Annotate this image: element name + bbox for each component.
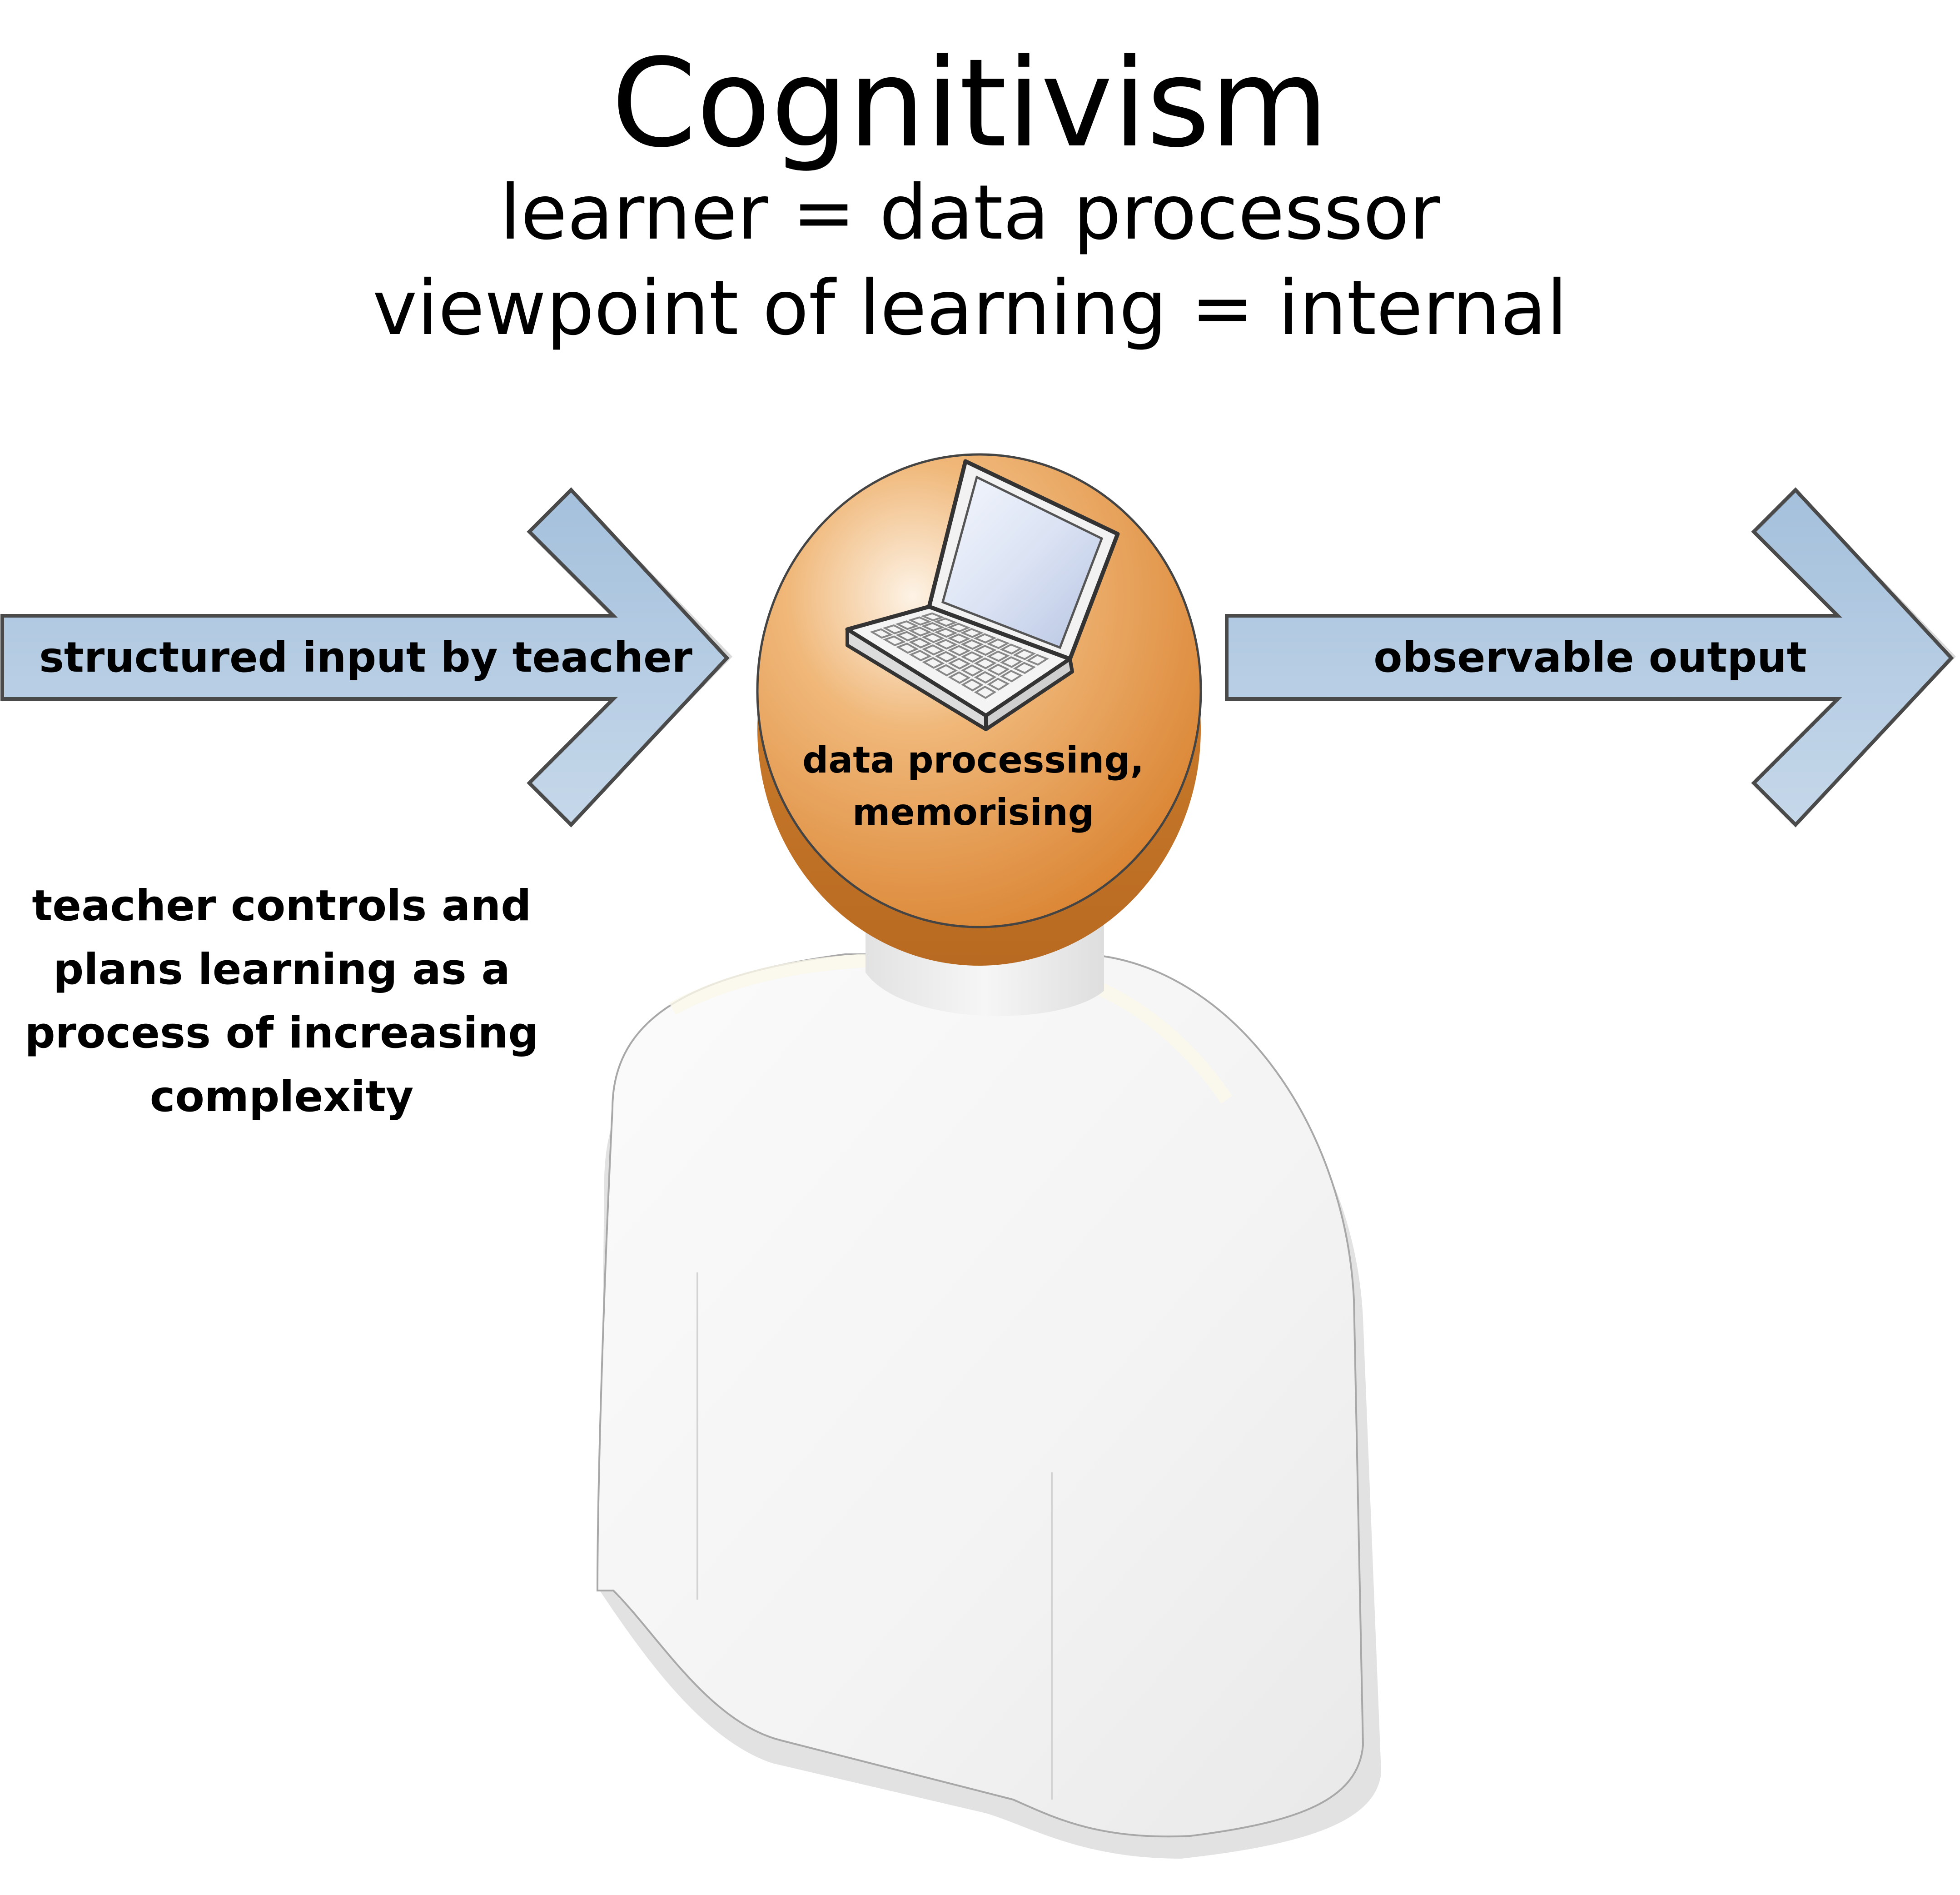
laptop-key	[909, 638, 932, 648]
laptop-key	[921, 633, 945, 643]
input-arrow-shape	[0, 487, 730, 828]
laptop-key	[961, 678, 984, 692]
laptop-key	[935, 664, 958, 677]
laptop-key	[987, 678, 1010, 691]
output-arrow-shape	[1225, 487, 1954, 828]
laptop-key	[948, 658, 971, 670]
laptop-key	[922, 657, 945, 669]
laptop-key	[895, 631, 919, 642]
subtitle-line-1: learner = data processor	[500, 169, 1441, 257]
laptop-key	[882, 624, 906, 634]
laptop-key	[974, 685, 997, 699]
head-label-line-1: data processing,	[802, 739, 1144, 781]
laptop-key	[947, 645, 971, 656]
laptop-key	[1013, 662, 1036, 674]
laptop-key	[921, 644, 945, 656]
laptop-key	[960, 628, 984, 638]
teacher-note-line-1: teacher controls and	[32, 881, 531, 931]
laptop-key	[1000, 643, 1023, 655]
laptop-key	[870, 628, 893, 639]
laptop-icon	[845, 459, 1120, 731]
teacher-note-line-2: plans learning as a	[53, 945, 510, 994]
laptop-key	[1026, 654, 1049, 666]
head-label-line-2: memorising	[852, 791, 1094, 833]
laptop-key	[986, 638, 1010, 649]
laptop-keys	[870, 612, 1049, 699]
laptop-key	[948, 671, 971, 684]
output-arrow-label: observable output	[1373, 633, 1806, 682]
laptop-key	[935, 638, 958, 650]
input-arrow-label: structured input by teacher	[39, 633, 692, 682]
laptop-key	[974, 644, 997, 656]
laptop-key	[934, 618, 958, 627]
teacher-note-line-3: process of increasing	[25, 1008, 538, 1058]
page-title: Cognitivism	[612, 33, 1329, 175]
laptop-key	[921, 622, 945, 632]
laptop-key	[973, 633, 997, 644]
laptop-key	[908, 616, 932, 626]
teacher-note: teacher controls and plans learning as a…	[25, 881, 538, 1122]
input-arrow: structured input by teacher	[0, 487, 732, 828]
laptop-key	[935, 651, 958, 663]
laptop-key	[974, 671, 997, 684]
laptop-key	[947, 623, 971, 633]
body	[596, 953, 1364, 1838]
teacher-note-line-4: complexity	[150, 1072, 414, 1122]
laptop-key	[974, 657, 997, 669]
laptop-key	[1013, 648, 1036, 660]
laptop-key	[961, 664, 984, 677]
laptop-key	[909, 649, 932, 662]
laptop-key	[987, 650, 1010, 662]
laptop-key	[960, 639, 984, 650]
laptop-key	[883, 635, 906, 647]
laptop-key	[934, 628, 958, 638]
laptop-key	[895, 643, 919, 654]
subtitle-line-2: viewpoint of learning = internal	[373, 264, 1567, 352]
laptop-key	[920, 612, 945, 622]
laptop-key	[908, 626, 932, 637]
laptop-key	[960, 651, 984, 663]
laptop-key	[947, 633, 971, 644]
learner-figure	[596, 891, 1381, 1859]
learner-head: data processing, memorising	[756, 453, 1202, 966]
laptop-key	[895, 620, 919, 630]
laptop-key	[987, 663, 1010, 676]
output-arrow: observable output	[1225, 487, 1956, 828]
laptop-key	[1000, 669, 1023, 683]
laptop-key	[1000, 656, 1023, 668]
